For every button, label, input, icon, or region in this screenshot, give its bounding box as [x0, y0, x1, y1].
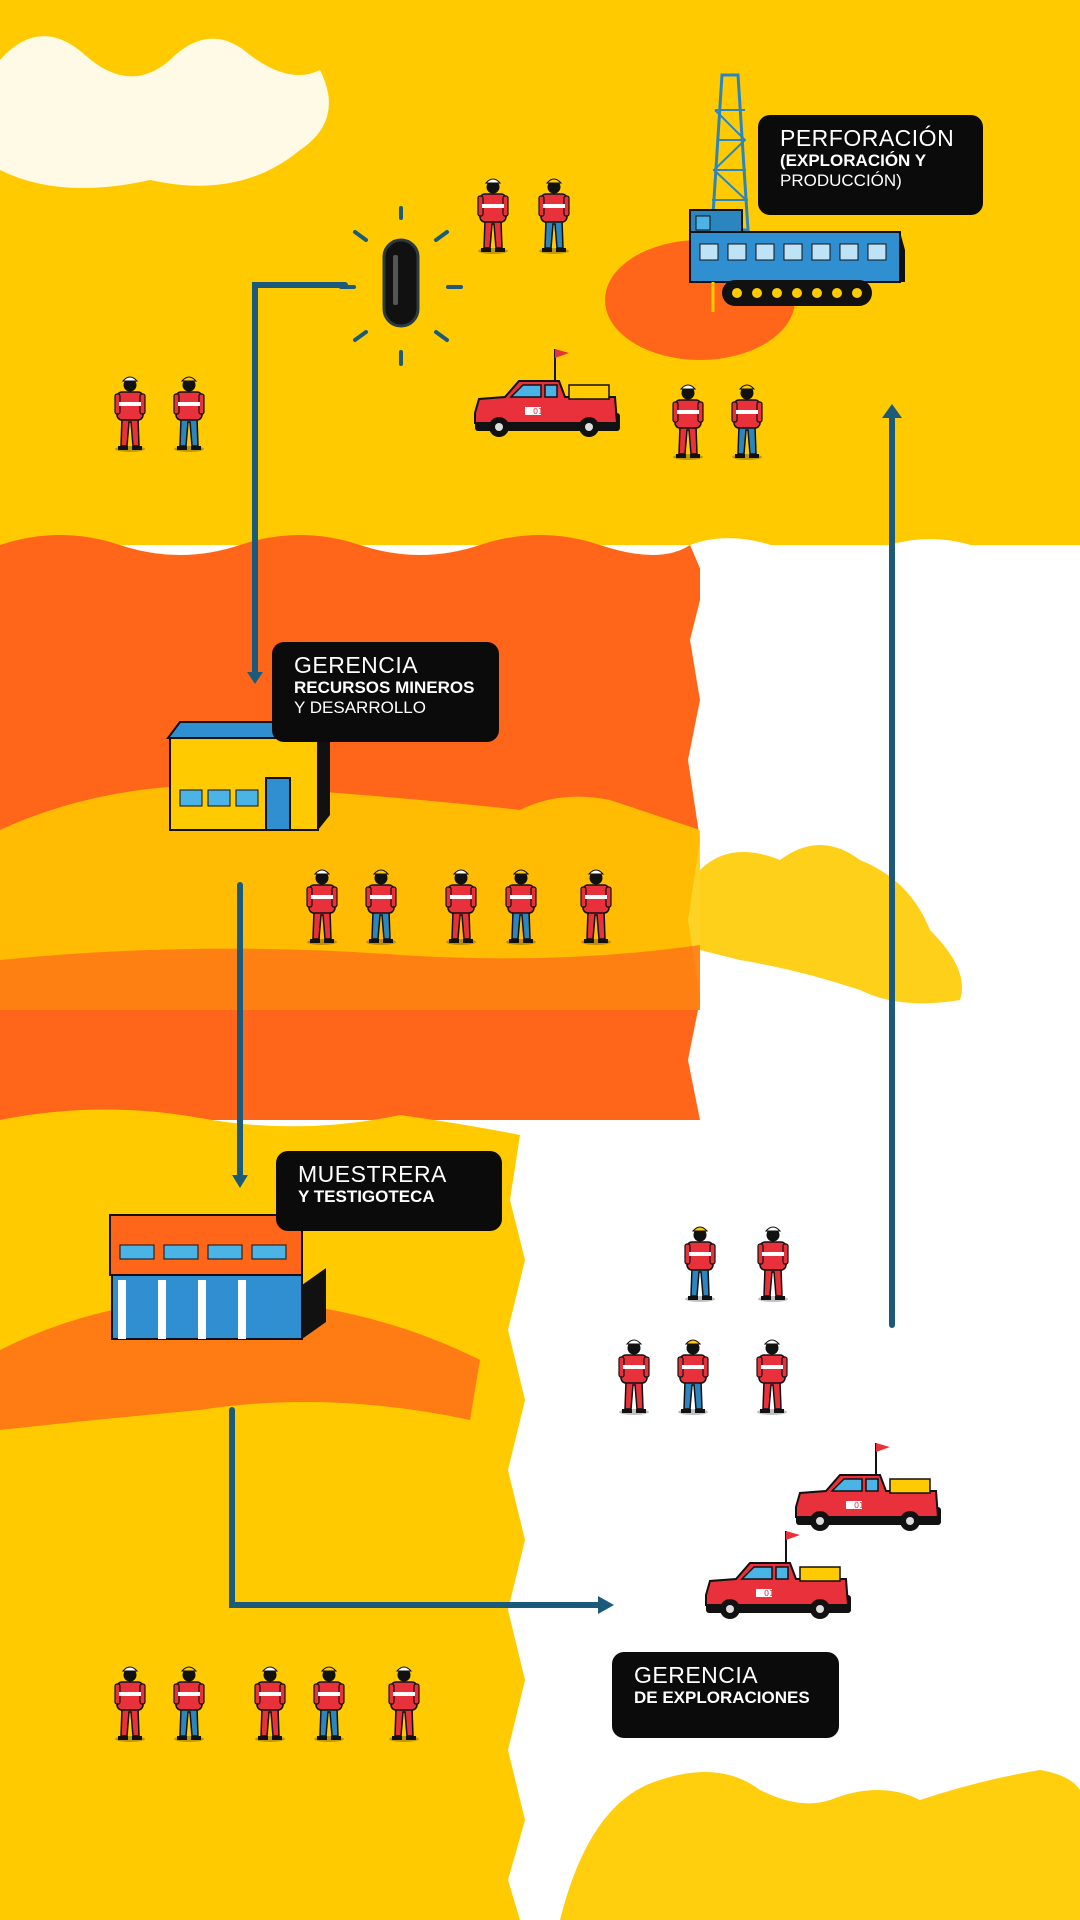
right-yellow-cloud	[700, 845, 962, 1004]
label-gerencia-recursos-line3: Y DESARROLLO	[294, 697, 426, 717]
label-perforacion-line2: (EXPLORACIÓN Y	[780, 151, 927, 171]
truck-plate: 015	[854, 1501, 869, 1510]
flow-arrows	[229, 282, 895, 1608]
label-gerencia-exploraciones: GERENCIA DE EXPLORACIONES	[612, 1652, 839, 1738]
pickup-truck-right-2: 015	[705, 1530, 852, 1620]
label-gerencia-recursos-line2: RECURSOS MINEROS	[294, 678, 475, 698]
arrow-muestrera-to-exploraciones	[229, 1407, 605, 1608]
label-muestrera-title: MUESTRERA	[298, 1161, 447, 1187]
label-perforacion-line3: PRODUCCIÓN)	[780, 170, 902, 190]
lab-building-icon	[109, 1214, 326, 1340]
drilling-rig-icon	[689, 73, 905, 312]
label-gerencia-recursos: GERENCIA RECURSOS MINEROS Y DESARROLLO	[272, 642, 499, 742]
label-gerencia-exploraciones-line2: DE EXPLORACIONES	[634, 1688, 810, 1708]
sensor-capsule-icon	[339, 206, 463, 366]
bottom-right-hills	[560, 1770, 1080, 1920]
label-muestrera: MUESTRERA Y TESTIGOTECA	[276, 1151, 502, 1231]
label-perforacion: PERFORACIÓN (EXPLORACIÓN Y PRODUCCIÓN)	[758, 115, 983, 215]
label-gerencia-exploraciones-title: GERENCIA	[634, 1662, 759, 1688]
arrow-sensor-to-gerencia	[252, 282, 348, 678]
top-left-cloud	[0, 0, 329, 188]
label-gerencia-recursos-title: GERENCIA	[294, 652, 419, 678]
truck-plate: 015	[764, 1589, 779, 1598]
label-perforacion-title: PERFORACIÓN	[780, 125, 955, 151]
pickup-truck-top: 015	[474, 348, 621, 438]
pickup-truck-right-1: 015	[795, 1442, 942, 1532]
label-muestrera-line2: Y TESTIGOTECA	[298, 1187, 435, 1207]
truck-plate: 015	[533, 407, 548, 416]
office-building-icon	[166, 721, 332, 831]
